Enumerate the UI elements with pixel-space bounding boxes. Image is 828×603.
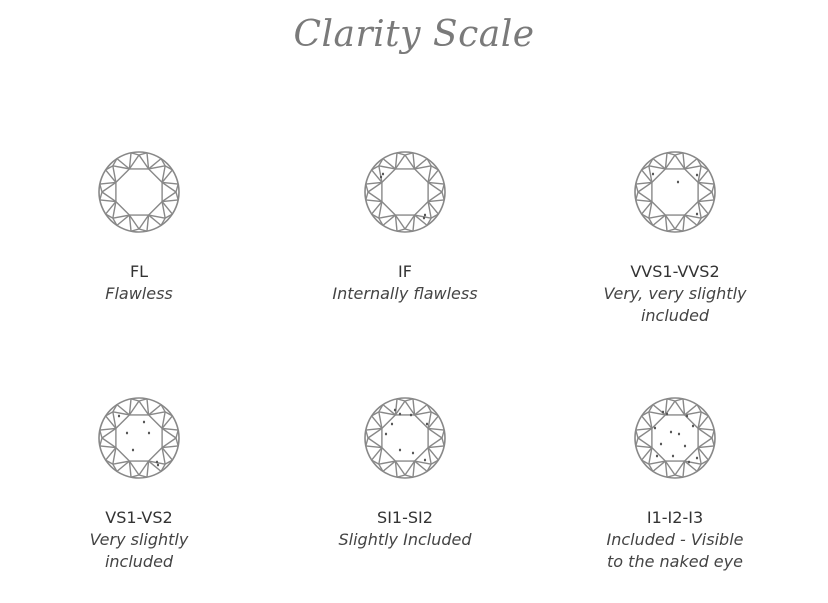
inclusion-mark <box>687 460 691 464</box>
diamond-icon <box>97 150 181 234</box>
inclusion-mark <box>695 212 699 216</box>
inclusion-mark <box>669 430 673 434</box>
inclusion-mark <box>423 458 427 462</box>
inclusion-mark <box>671 454 675 458</box>
inclusion-mark <box>665 412 669 416</box>
grade-description-line: Internally flawless <box>332 284 478 303</box>
grade-description-line: Slightly Included <box>338 530 472 549</box>
diamond-icon <box>97 396 181 480</box>
grade-description: Slightly Included <box>290 529 520 551</box>
grade-description: Flawless <box>24 283 254 305</box>
grade-description-line: Flawless <box>105 284 173 303</box>
inclusion-mark <box>683 444 687 448</box>
inclusion-mark <box>131 448 135 452</box>
inclusion-mark <box>425 422 429 426</box>
diamond-icon <box>633 150 717 234</box>
grade-code: I1-I2-I3 <box>646 508 704 527</box>
grade-code: FL <box>129 262 149 281</box>
inclusion-mark <box>676 180 680 184</box>
inclusion-mark <box>651 172 655 176</box>
inclusion-mark <box>393 408 397 412</box>
grade-description-line: to the naked eye <box>607 552 743 571</box>
inclusion-mark <box>695 173 699 177</box>
inclusion-mark <box>695 456 699 460</box>
grade-description-line: Very slightly <box>89 530 189 549</box>
inclusion-mark <box>398 448 402 452</box>
grade-description-line: Very, very slightly <box>603 284 747 303</box>
inclusion-mark <box>422 216 426 220</box>
inclusion-mark <box>155 460 159 464</box>
diamond-icon <box>363 150 447 234</box>
inclusion-mark <box>398 412 402 416</box>
inclusion-mark <box>379 175 383 179</box>
inclusion-mark <box>691 424 695 428</box>
grade-code: SI1-SI2 <box>377 508 433 527</box>
grade-code: VVS1-VVS2 <box>630 262 720 281</box>
inclusion-mark <box>147 431 151 435</box>
inclusion-mark <box>125 431 129 435</box>
grade-description-line: included <box>640 306 710 325</box>
inclusion-mark <box>661 410 665 414</box>
inclusion-mark <box>384 432 388 436</box>
inclusion-mark <box>411 451 415 455</box>
grade-description-line: Included - Visible <box>606 530 744 549</box>
inclusion-mark <box>653 426 657 430</box>
inclusion-mark <box>677 432 681 436</box>
grade-description: Very slightly included <box>24 529 254 573</box>
grade-code: VS1-VS2 <box>105 508 173 527</box>
page-title: Clarity Scale <box>293 14 535 55</box>
diamond-icon <box>363 396 447 480</box>
grade-description: Internally flawless <box>290 283 520 305</box>
inclusion-mark <box>117 414 121 418</box>
inclusion-mark <box>685 414 689 418</box>
inclusion-mark <box>142 420 146 424</box>
diamond-icon <box>633 396 717 480</box>
grade-description: Very, very slightly included <box>560 283 790 327</box>
grade-code: IF <box>398 262 412 281</box>
grade-description: Included - Visible to the naked eye <box>560 529 790 573</box>
grade-description-line: included <box>104 552 174 571</box>
inclusion-mark <box>423 213 427 217</box>
inclusion-mark <box>655 454 659 458</box>
inclusion-mark <box>390 422 394 426</box>
inclusion-mark <box>409 413 413 417</box>
inclusion-mark <box>156 463 160 467</box>
inclusion-mark <box>659 442 663 446</box>
inclusion-mark <box>381 172 385 176</box>
